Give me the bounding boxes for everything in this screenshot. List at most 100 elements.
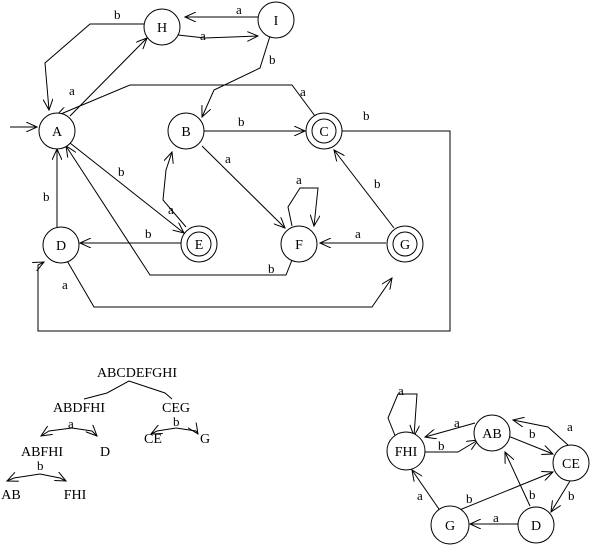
state-g: G: [386, 225, 424, 263]
tree-left-left: ABFHI: [21, 445, 63, 460]
svg-text:b: b: [238, 114, 245, 129]
svg-text:b: b: [529, 487, 536, 502]
svg-text:I: I: [274, 14, 279, 29]
edge-a-h: a: [69, 38, 147, 117]
svg-text:b: b: [43, 189, 50, 204]
edge-i-b: b: [202, 35, 276, 117]
svg-text:b: b: [438, 438, 445, 453]
svg-text:CE: CE: [562, 457, 580, 472]
svg-text:a: a: [68, 416, 74, 431]
minimized-automaton: a a b b a b a b: [386, 383, 590, 545]
svg-text:b: b: [374, 176, 381, 191]
svg-text:a: a: [300, 84, 306, 99]
svg-text:a: a: [398, 383, 404, 398]
partition-tree: ABCDEFGHI ABDFHI CEG a ABFHI D b CE G b …: [1, 366, 210, 503]
edge-g-c: b: [334, 150, 395, 229]
tree-ll-left: AB: [1, 488, 20, 503]
edge-i-h: a: [185, 2, 258, 17]
svg-text:b: b: [529, 426, 536, 441]
min-edge-ce-ab: a: [513, 419, 573, 446]
tree-left-right: D: [100, 445, 110, 460]
svg-text:b: b: [118, 164, 125, 179]
svg-text:D: D: [56, 239, 66, 254]
edge-a-e: b: [69, 142, 184, 233]
svg-text:b: b: [466, 491, 473, 506]
min-edge-d-g: a: [470, 510, 518, 525]
min-state-d: D: [517, 506, 555, 544]
tree-right-left: CE: [144, 432, 162, 447]
svg-text:G: G: [400, 238, 410, 253]
svg-text:a: a: [493, 510, 499, 525]
edge-d-a: b: [43, 149, 57, 227]
edge-f-f: a: [287, 172, 318, 226]
svg-text:a: a: [168, 202, 174, 217]
svg-text:a: a: [454, 415, 460, 430]
min-state-fhi: FHI: [386, 431, 426, 471]
state-h: H: [143, 8, 181, 46]
tree-left: ABDFHI: [53, 401, 105, 416]
tree-right-right: G: [200, 432, 210, 447]
svg-text:G: G: [445, 519, 455, 534]
svg-text:a: a: [62, 277, 68, 292]
svg-text:A: A: [52, 125, 63, 140]
edge-h-a: b: [45, 7, 144, 110]
state-e: E: [180, 225, 218, 263]
edge-c-a: a: [56, 84, 316, 116]
edge-c-g: b: [38, 108, 451, 332]
state-f: F: [280, 225, 318, 263]
edge-b-c: b: [204, 114, 305, 131]
state-i: I: [257, 1, 295, 39]
min-edge-ab-fhi: a: [425, 415, 476, 437]
state-d: D: [42, 226, 80, 264]
state-c: C: [305, 112, 343, 150]
original-automaton: a b a a b a b b: [10, 1, 451, 332]
state-a: A: [38, 112, 76, 150]
svg-text:FHI: FHI: [395, 445, 418, 460]
min-edge-fhi-ab: b: [425, 438, 478, 453]
svg-text:B: B: [181, 125, 190, 140]
svg-text:b: b: [269, 52, 276, 67]
min-state-g: G: [430, 505, 470, 545]
edge-d-g: a: [62, 258, 392, 308]
svg-text:a: a: [296, 172, 302, 187]
edge-f-a: b: [66, 146, 293, 276]
edge-e-d: b: [80, 226, 182, 243]
svg-text:b: b: [363, 108, 370, 123]
edge-e-b: a: [162, 152, 187, 228]
svg-text:b: b: [173, 414, 180, 429]
svg-text:F: F: [295, 238, 303, 253]
edge-g-f: a: [320, 226, 386, 243]
svg-text:C: C: [319, 125, 328, 140]
svg-text:a: a: [236, 2, 242, 17]
state-b: B: [167, 112, 205, 150]
svg-text:b: b: [268, 261, 275, 276]
svg-text:a: a: [200, 28, 206, 43]
svg-text:b: b: [145, 226, 152, 241]
min-edge-g-fhi: a: [412, 470, 442, 513]
min-edge-ab-ce: b: [507, 426, 553, 454]
svg-text:a: a: [567, 419, 573, 434]
tree-root: ABCDEFGHI: [97, 366, 177, 381]
svg-text:a: a: [225, 151, 231, 166]
tree-ll-right: FHI: [64, 488, 87, 503]
svg-text:a: a: [417, 488, 423, 503]
min-edge-g-ce: b: [456, 472, 553, 512]
svg-text:b: b: [568, 488, 575, 503]
min-edge-fhi-fhi: a: [387, 383, 417, 439]
min-edge-d-ab: b: [505, 452, 536, 507]
svg-text:E: E: [195, 238, 204, 253]
min-edge-ce-d: b: [551, 480, 575, 512]
svg-text:a: a: [355, 226, 361, 241]
edge-h-i: a: [177, 28, 258, 43]
svg-text:b: b: [37, 458, 44, 473]
svg-text:AB: AB: [482, 427, 501, 442]
svg-text:H: H: [157, 21, 167, 36]
edge-b-f: a: [201, 145, 285, 228]
tree-right: CEG: [162, 401, 190, 416]
svg-text:b: b: [114, 7, 121, 22]
min-state-ce: CE: [552, 444, 590, 482]
svg-text:a: a: [69, 83, 75, 98]
min-state-ab: AB: [473, 414, 511, 452]
svg-text:D: D: [531, 519, 541, 534]
